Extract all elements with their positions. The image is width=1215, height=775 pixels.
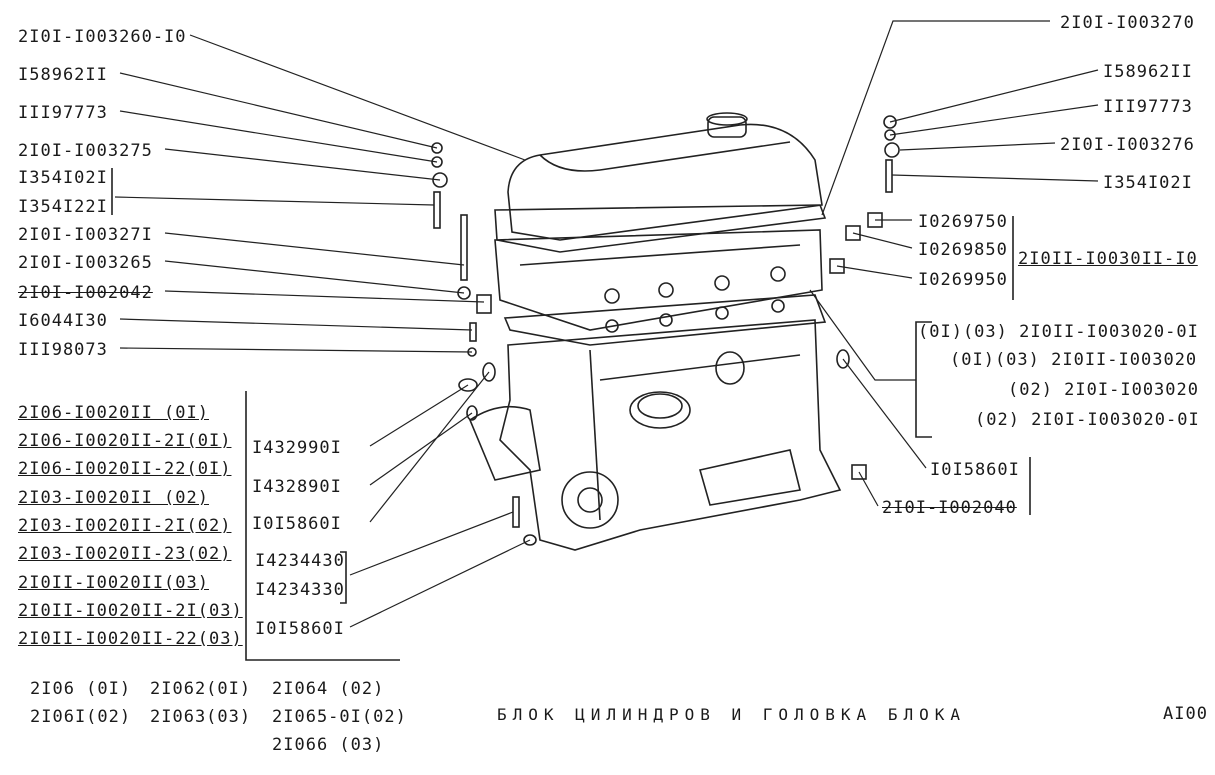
model-7: 2I066 (03) — [272, 735, 385, 755]
leader-line — [889, 104, 1099, 136]
right-part-label-8: I0269950 — [918, 270, 1008, 290]
right-part-label-2: I58962II — [1103, 62, 1193, 82]
leader-line — [369, 371, 490, 523]
right-part-label-10: (0I)(03) 2I0II-I003020-0I — [918, 322, 1199, 342]
leader-line — [852, 232, 913, 249]
left-part-label-6: I354I22I — [18, 197, 108, 217]
right-part-label-5: I354I02I — [1103, 173, 1193, 193]
right-part-label-14: I0I5860I — [930, 460, 1020, 480]
leader-line — [189, 34, 526, 161]
leader-line — [119, 110, 438, 163]
leader-line — [114, 196, 435, 206]
leader-line — [842, 358, 927, 469]
center-part-label-4: I4234430 — [255, 551, 345, 571]
leader-line — [119, 72, 438, 149]
block-part-label-8: 2I0II-I0020II-2I(03) — [18, 601, 243, 621]
center-part-label-3: I0I5860I — [252, 514, 342, 534]
model-4: 2I06I(02) — [30, 707, 132, 727]
leader-line — [164, 290, 485, 303]
leader-line — [821, 20, 1050, 216]
model-3: 2I064 (02) — [272, 679, 385, 699]
left-part-label-5: I354I02I — [18, 168, 108, 188]
right-part-label-4: 2I0I-I003276 — [1060, 135, 1195, 155]
model-6: 2I065-0I(02) — [272, 707, 407, 727]
model-5: 2I063(03) — [150, 707, 252, 727]
leader-line — [369, 412, 473, 486]
right-part-label-9: 2I0II-I0030II-I0 — [1018, 249, 1198, 269]
left-part-label-1: 2I0I-I003260-I0 — [18, 27, 187, 47]
head-gasket — [503, 294, 827, 346]
model-2: 2I062(0I) — [150, 679, 252, 699]
block-part-label-6: 2I03-I0020II-23(02) — [18, 544, 232, 564]
cylinder-head — [494, 229, 823, 331]
page-code: AI00 — [1163, 704, 1208, 724]
right-part-label-13: (02) 2I0I-I003020-0I — [975, 410, 1200, 430]
left-part-label-4: 2I0I-I003275 — [18, 141, 153, 161]
leader-line — [899, 142, 1056, 151]
leader-line — [349, 511, 514, 576]
right-part-label-1: 2I0I-I003270 — [1060, 13, 1195, 33]
block-part-label-2: 2I06-I0020II-2I(0I) — [18, 431, 232, 451]
left-part-label-8: 2I0I-I003265 — [18, 253, 153, 273]
cylinder-block — [499, 319, 842, 551]
leader-line — [889, 69, 1099, 123]
leader-line — [891, 174, 1099, 182]
center-part-label-6: I0I5860I — [255, 619, 345, 639]
center-part-label-1: I432990I — [252, 438, 342, 458]
leader-line — [369, 384, 469, 447]
leader-line — [119, 347, 473, 353]
right-part-label-12: (02) 2I0I-I003020 — [1008, 380, 1199, 400]
leader-line — [836, 265, 913, 279]
left-part-label-3: III97773 — [18, 103, 108, 123]
block-part-label-4: 2I03-I0020II (02) — [18, 488, 209, 508]
center-part-label-5: I4234330 — [255, 580, 345, 600]
left-part-label-2: I58962II — [18, 65, 108, 85]
block-part-label-1: 2I06-I0020II (0I) — [18, 403, 209, 423]
right-part-label-7: I0269850 — [918, 240, 1008, 260]
leader-line — [809, 289, 916, 381]
page-title: БЛОК ЦИЛИНДРОВ И ГОЛОВКА БЛОКА — [497, 705, 966, 724]
leader-line — [164, 148, 441, 181]
block-part-label-9: 2I0II-I0020II-22(03) — [18, 629, 243, 649]
block-part-label-7: 2I0II-I0020II(03) — [18, 573, 209, 593]
right-part-label-6: I0269750 — [918, 212, 1008, 232]
right-part-label-3: III97773 — [1103, 97, 1193, 117]
right-part-label-11: (0I)(03) 2I0II-I003020 — [950, 350, 1198, 370]
leader-line — [119, 318, 473, 331]
right-part-label-15: 2I0I-I002040 — [882, 498, 1017, 518]
left-part-label-11: III98073 — [18, 340, 108, 360]
block-part-label-5: 2I03-I0020II-2I(02) — [18, 516, 232, 536]
leader-line — [164, 232, 465, 266]
leader-line — [858, 471, 879, 507]
block-part-label-3: 2I06-I0020II-22(0I) — [18, 459, 232, 479]
center-part-label-2: I432890I — [252, 477, 342, 497]
left-part-label-9: 2I0I-I002042 — [18, 283, 153, 303]
leader-line — [349, 539, 531, 628]
cover-gasket — [494, 204, 827, 253]
model-1: 2I06 (0I) — [30, 679, 132, 699]
left-part-label-10: I6044I30 — [18, 311, 108, 331]
left-part-label-7: 2I0I-I00327I — [18, 225, 153, 245]
oil-filler-neck — [707, 116, 747, 138]
leader-line — [164, 260, 465, 294]
valve-cover — [507, 123, 823, 241]
